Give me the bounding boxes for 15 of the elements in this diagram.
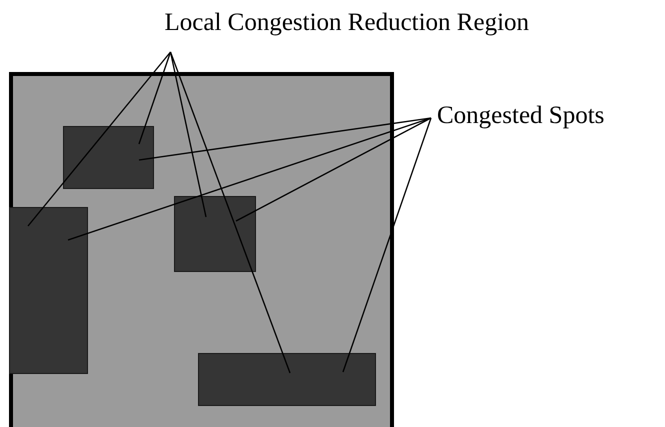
- congested-spot: [9, 207, 88, 374]
- leader-line: [28, 52, 171, 226]
- layout-region: [9, 72, 394, 427]
- leader-line: [236, 117, 432, 222]
- congested-spot: [198, 353, 376, 406]
- leader-line: [170, 52, 207, 218]
- congested-spot: [174, 196, 256, 272]
- leader-line: [342, 118, 432, 372]
- congested-spot: [63, 126, 154, 189]
- callout-text: Congested Spots: [437, 103, 604, 128]
- callout-text: Local Congestion Reduction Region: [164, 10, 530, 35]
- leader-line: [170, 52, 291, 374]
- leader-line: [138, 117, 432, 161]
- leader-line: [138, 52, 172, 144]
- leader-line: [68, 117, 432, 241]
